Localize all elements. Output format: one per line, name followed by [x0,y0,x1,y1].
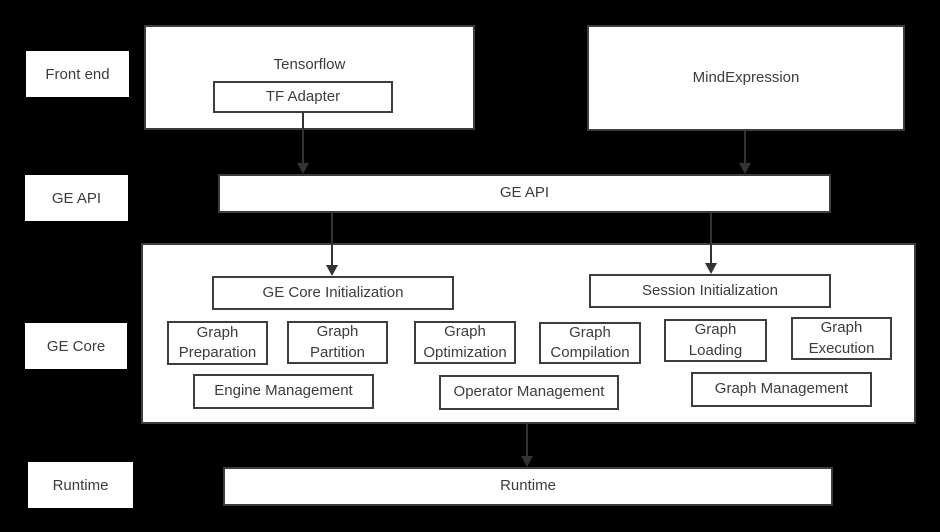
runtime-bar: Runtime [223,467,833,506]
arrow-ge-api-to-session-initialization [705,213,717,274]
arrow-mindexpression-to-ge-api [739,131,751,174]
arrow-line [526,424,528,458]
tensorflow-box: Tensorflow TF Adapter [144,25,475,130]
row-label-front-end: Front end [26,51,129,97]
row-label-ge-core: GE Core [25,323,127,369]
row-label-runtime: Runtime [28,462,133,508]
arrow-head-icon [739,163,751,174]
arrow-head-icon [326,265,338,276]
graph-partition-box: Graph Partition [287,321,388,364]
arrow-line [710,213,712,265]
arrow-line [744,131,746,165]
arrow-ge-api-to-ge-core-initialization [326,213,338,276]
tf-adapter-box: TF Adapter [213,81,393,113]
arrow-line [302,113,304,165]
graph-loading-box: Graph Loading [664,319,767,362]
ge-core-initialization-box: GE Core Initialization [212,276,454,310]
arrow-ge-core-to-runtime [521,424,533,467]
graph-management-box: Graph Management [691,372,872,407]
engine-management-box: Engine Management [193,374,374,409]
arrow-line [331,213,333,267]
graph-execution-box: Graph Execution [791,317,892,360]
operator-management-box: Operator Management [439,375,619,410]
row-label-ge-api: GE API [25,175,128,221]
graph-optimization-box: Graph Optimization [414,321,516,364]
mindexpression-box: MindExpression [587,25,905,131]
graph-preparation-box: Graph Preparation [167,321,268,365]
arrow-tf-adapter-to-ge-api [297,113,309,174]
tensorflow-label: Tensorflow [273,56,346,73]
arrow-head-icon [297,163,309,174]
session-initialization-box: Session Initialization [589,274,831,308]
ge-api-bar: GE API [218,174,831,213]
arrow-head-icon [521,456,533,467]
arrow-head-icon [705,263,717,274]
graph-compilation-box: Graph Compilation [539,322,641,364]
